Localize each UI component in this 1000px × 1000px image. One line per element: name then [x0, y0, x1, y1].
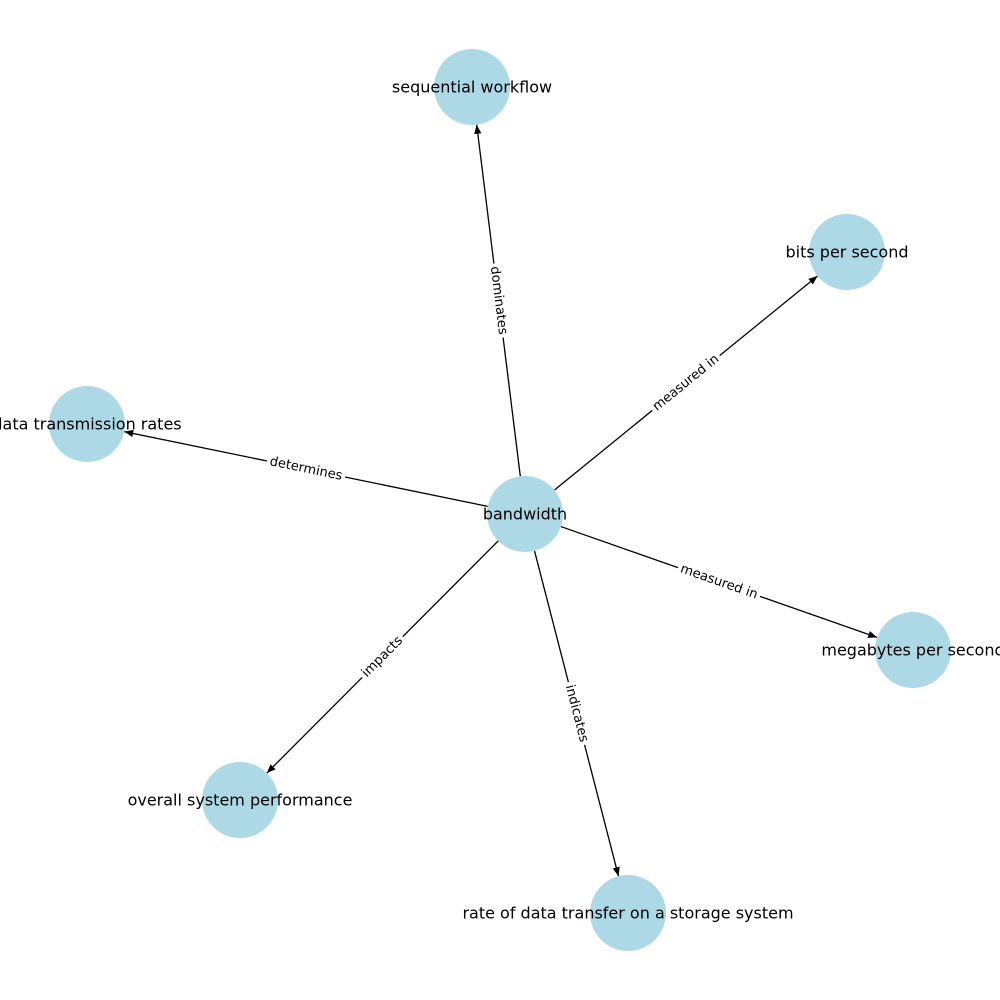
edge-label-background [355, 630, 410, 684]
edge-label-group: indicates [559, 679, 594, 748]
node-circle [590, 875, 666, 951]
node-circle [202, 762, 278, 838]
node-label: overall system performance [128, 791, 353, 810]
node-circle [809, 214, 885, 290]
edge-label: indicates [562, 683, 591, 744]
edge-label: determines [268, 454, 343, 484]
node-circle [487, 476, 563, 552]
edge-label-background [484, 262, 513, 339]
edge-label: impacts [359, 633, 406, 680]
edge-label-background [559, 679, 594, 748]
node-label: data transmission rates [0, 415, 182, 434]
node-sequential: sequential workflow [392, 49, 552, 125]
node-label: rate of data transfer on a storage syste… [462, 904, 793, 923]
edge-label-background [265, 452, 347, 486]
node-circle [49, 386, 125, 462]
edge-label-group: determines [265, 452, 347, 486]
edge-label: measured in [650, 352, 722, 415]
nodes-layer: bandwidth sequential workflow bits per sec… [0, 49, 1000, 951]
edge-label-group: dominates [484, 262, 513, 339]
node-osp: overall system performance [128, 762, 353, 838]
node-label: sequential workflow [392, 78, 552, 97]
edge-label-group: impacts [355, 630, 410, 684]
node-label: bandwidth [483, 505, 567, 524]
node-circle [875, 612, 951, 688]
node-bps: bits per second [785, 214, 909, 290]
edge-label: measured in [678, 562, 759, 603]
node-label: megabytes per second [821, 641, 1000, 660]
node-rate: rate of data transfer on a storage syste… [462, 875, 794, 951]
node-label: bits per second [785, 243, 908, 262]
node-circle [434, 49, 510, 125]
edge-label-background [646, 348, 726, 418]
edge-label-group: measured in [675, 559, 763, 605]
edge-label-background [675, 559, 763, 605]
node-dtr: data transmission rates [0, 386, 182, 462]
node-mbps: megabytes per second [821, 612, 1000, 688]
node-bandwidth: bandwidth [483, 476, 567, 552]
edge-label-group: measured in [646, 348, 726, 418]
